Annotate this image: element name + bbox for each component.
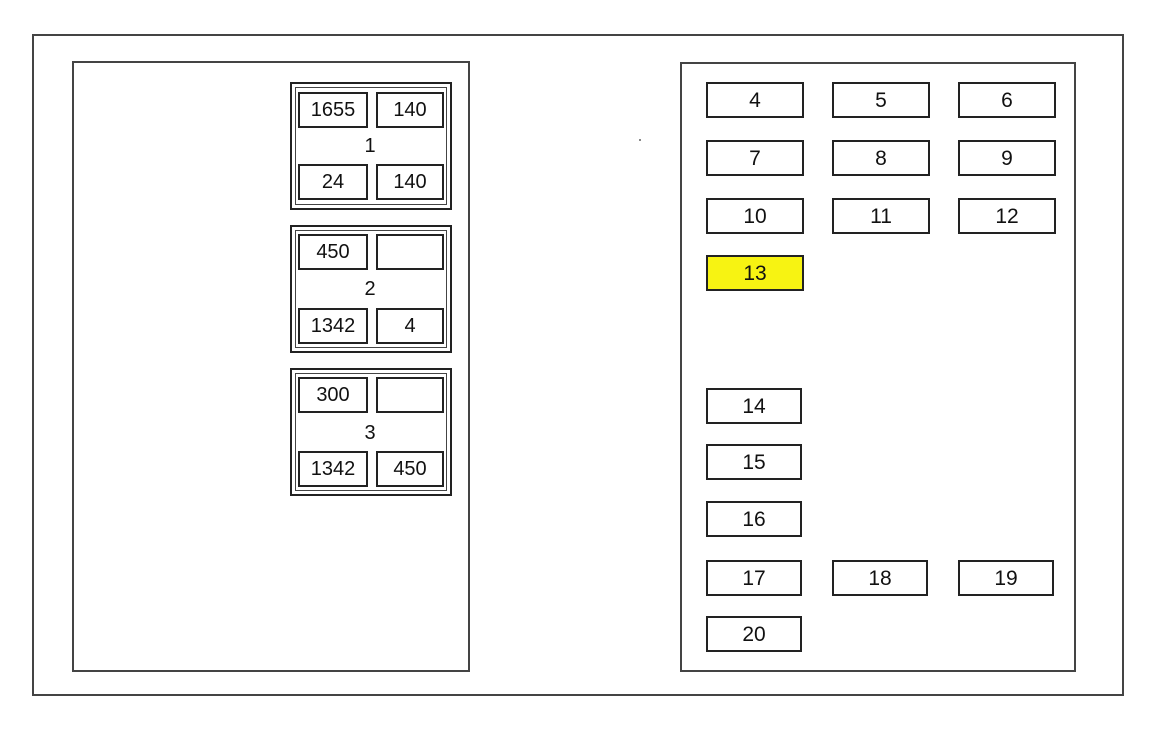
fuse-16: 16 (706, 501, 802, 537)
relay-group-3-top-left: 300 (298, 377, 368, 413)
relay-group-2-bottom-right: 4 (376, 308, 444, 344)
fuse-17: 17 (706, 560, 802, 596)
left-fuse-panel (72, 61, 470, 672)
relay-group-3 (290, 368, 452, 496)
relay-group-2-bottom-left: 1342 (298, 308, 368, 344)
relay-group-inner-border (295, 87, 447, 205)
fuse-10: 10 (706, 198, 804, 234)
fuse-12: 12 (958, 198, 1056, 234)
relay-group-1-bottom-left: 24 (298, 164, 368, 200)
fuse-4: 4 (706, 82, 804, 118)
fuse-18: 18 (832, 560, 928, 596)
relay-group-1 (290, 82, 452, 210)
relay-group-2 (290, 225, 452, 353)
relay-group-1-top-right: 140 (376, 92, 444, 128)
relay-group-2-number: 2 (364, 278, 376, 300)
relay-group-3-bottom-right: 450 (376, 451, 444, 487)
relay-group-inner-border (295, 230, 447, 348)
fuse-9: 9 (958, 140, 1056, 176)
right-fuse-panel (680, 62, 1076, 672)
fuse-14: 14 (706, 388, 802, 424)
fuse-11: 11 (832, 198, 930, 234)
fuse-6: 6 (958, 82, 1056, 118)
fuse-8: 8 (832, 140, 930, 176)
relay-group-inner-border (295, 373, 447, 491)
relay-group-3-top-right (376, 377, 444, 413)
relay-group-2-top-right (376, 234, 444, 270)
relay-group-1-top-left: 1655 (298, 92, 368, 128)
fuse-13-highlighted: 13 (706, 255, 804, 291)
fuse-5: 5 (832, 82, 930, 118)
relay-group-2-top-left: 450 (298, 234, 368, 270)
relay-group-3-bottom-left: 1342 (298, 451, 368, 487)
fuse-15: 15 (706, 444, 802, 480)
fuse-19: 19 (958, 560, 1054, 596)
scan-speck (639, 139, 641, 141)
relay-group-1-bottom-right: 140 (376, 164, 444, 200)
relay-group-3-number: 3 (364, 422, 376, 444)
fuse-7: 7 (706, 140, 804, 176)
outer-frame (32, 34, 1124, 696)
fuse-20: 20 (706, 616, 802, 652)
relay-group-1-number: 1 (364, 135, 376, 157)
